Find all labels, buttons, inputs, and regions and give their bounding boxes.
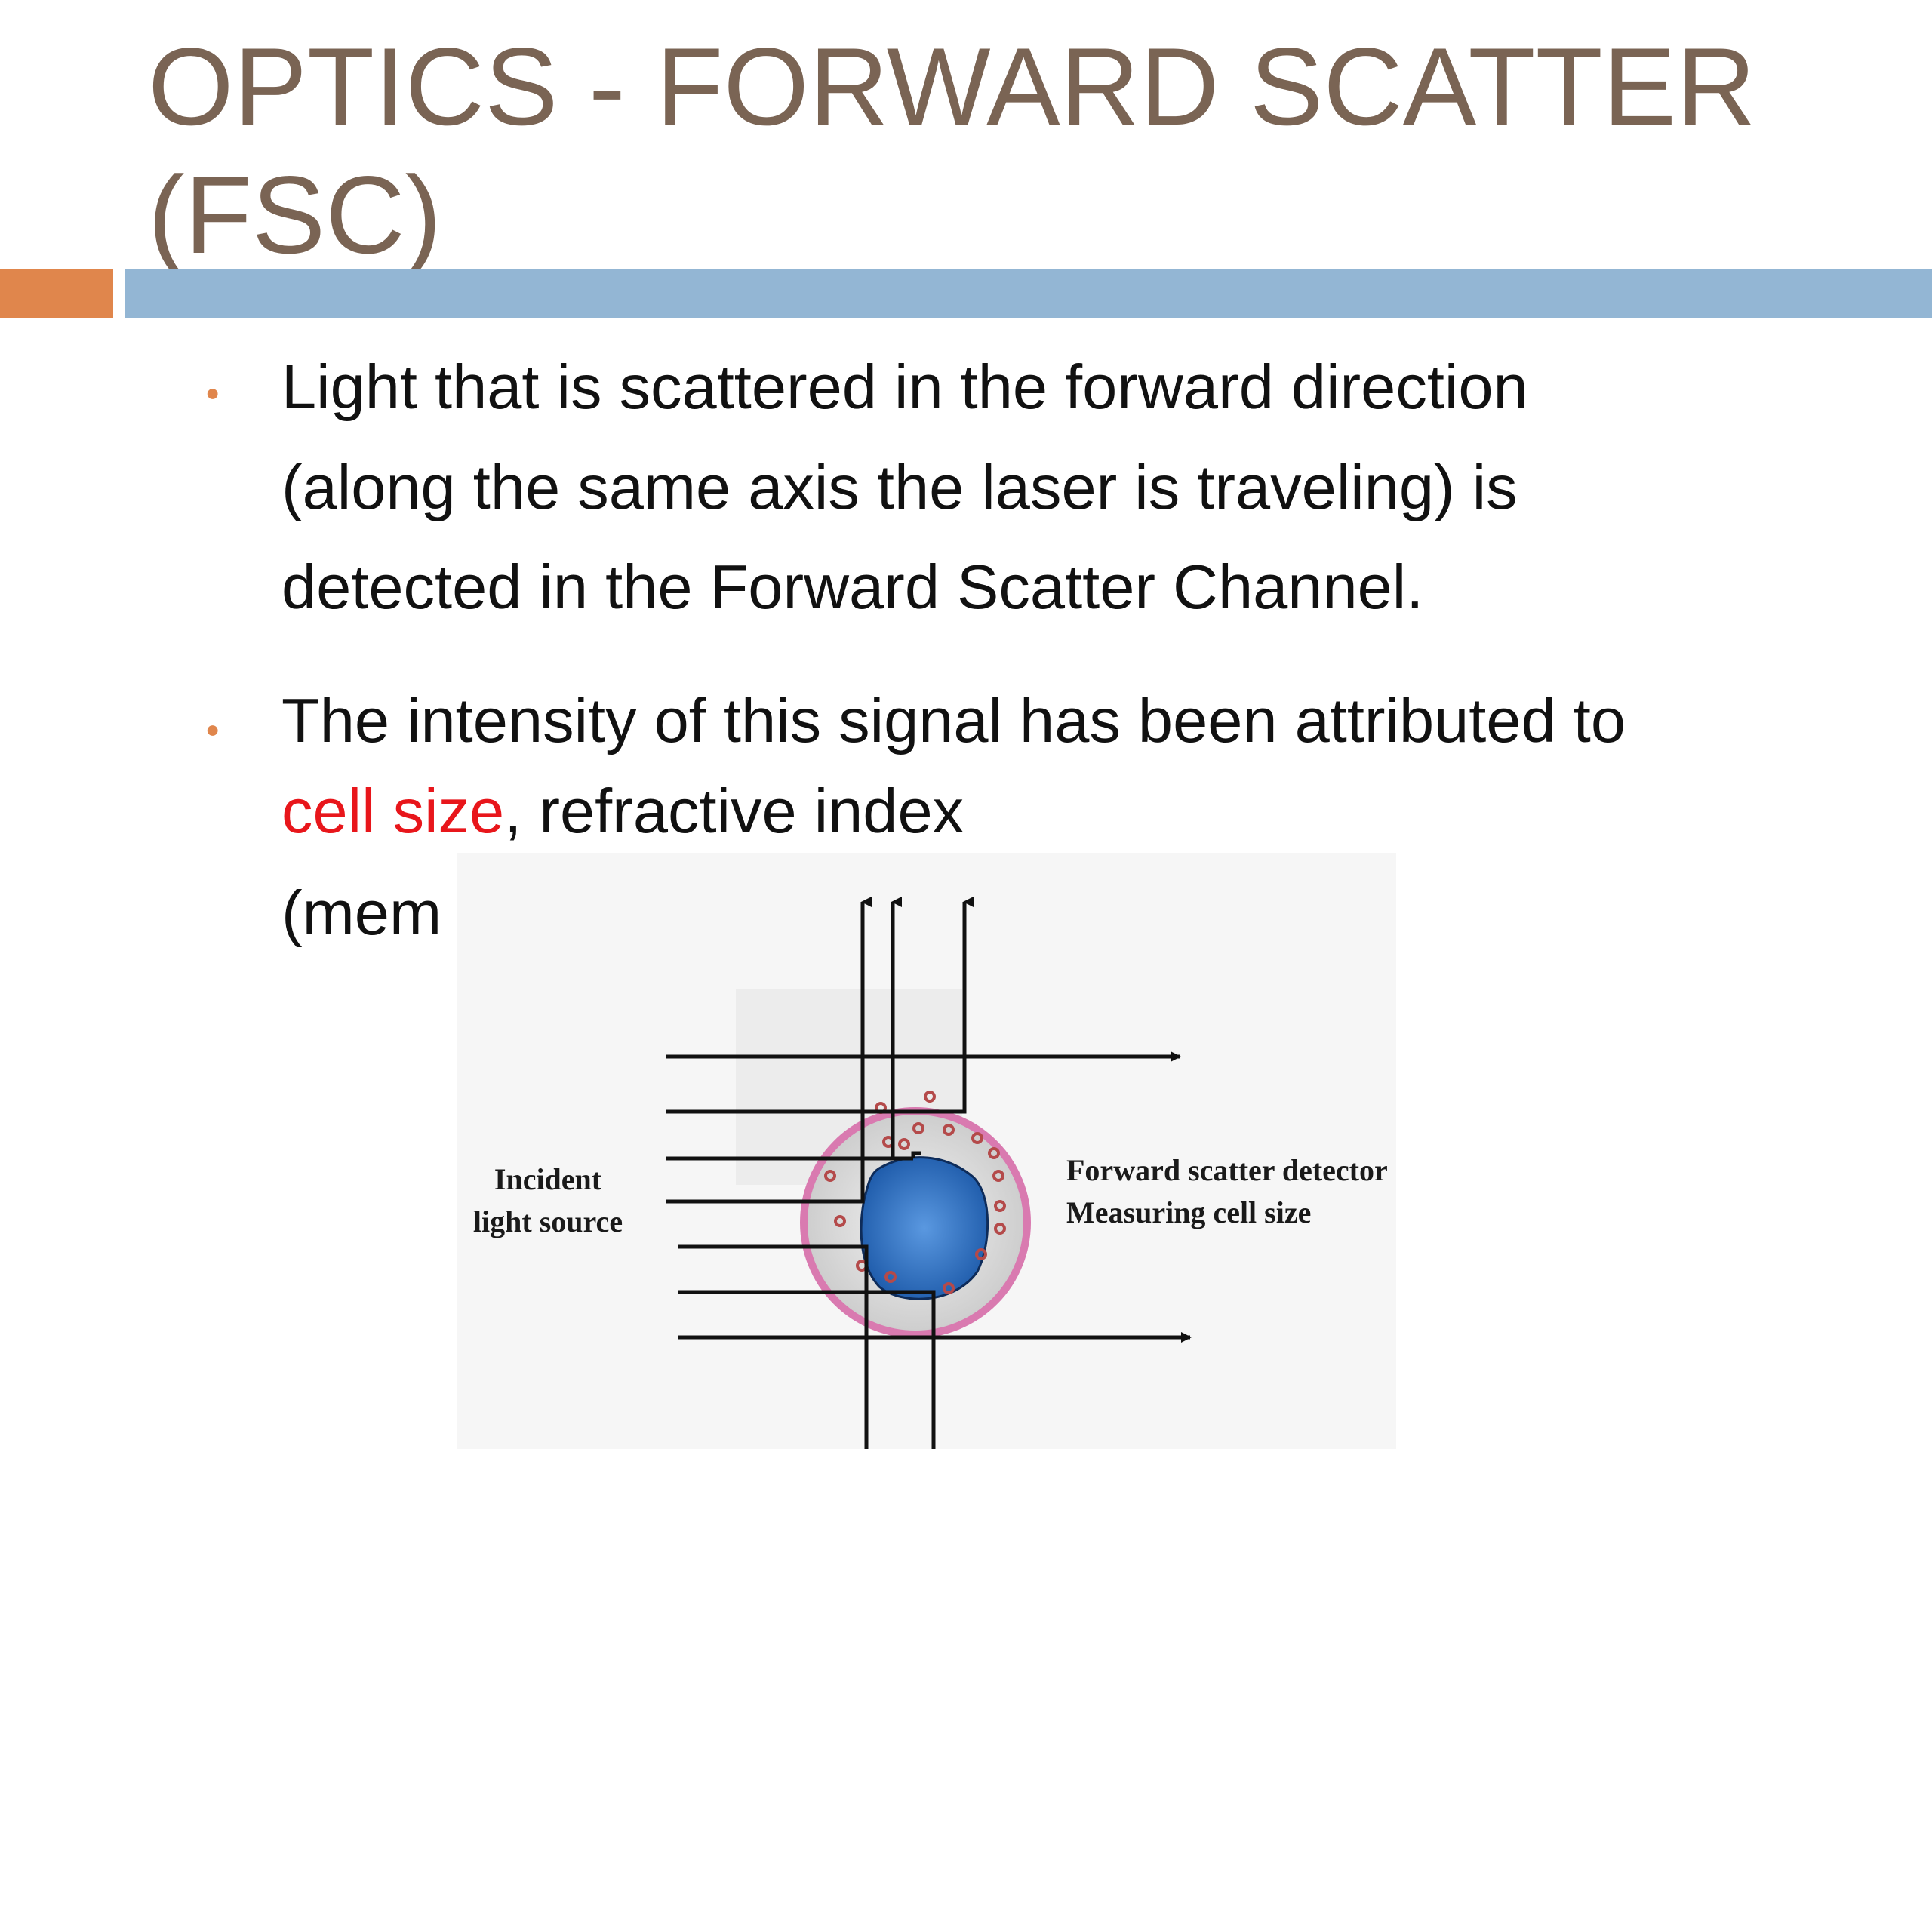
forward-scatter-diagram — [666, 897, 1192, 1449]
bullet-1-line-1: Light that is scattered in the forward d… — [281, 352, 1528, 422]
nucleus-ray-corner — [911, 1151, 921, 1158]
scattered-ray-up-1 — [666, 897, 974, 1114]
detector-label-line-1: Forward scatter detector — [1066, 1153, 1388, 1187]
slide-title-line-1: OPTICS - FORWARD SCATTER — [148, 25, 1756, 148]
forward-scatter-figure: Incident light source Forward scatter de… — [457, 853, 1396, 1449]
bullet-marker-2: ● — [205, 715, 220, 743]
bullet-2-line-3: (mem — [281, 878, 442, 948]
slide-title: OPTICS - FORWARD SCATTER (FSC) — [148, 23, 1884, 279]
accent-bar-blue — [125, 269, 1932, 318]
scattered-ray-down-2 — [678, 1290, 936, 1449]
bullet-2-line-2: cell size, refractive index — [281, 775, 964, 848]
incident-label-line-2: light source — [472, 1204, 623, 1238]
bullet-1-line-3: detected in the Forward Scatter Channel. — [281, 552, 1424, 622]
bullet-marker-1: ● — [205, 379, 220, 406]
detector-label-line-2: Measuring cell size — [1066, 1195, 1312, 1229]
scattered-ray-down-1 — [678, 1244, 869, 1449]
incident-light-label: Incident light source — [461, 1158, 635, 1243]
slide-title-line-2: (FSC) — [148, 153, 442, 276]
bullet-1-line-2: (along the same axis the laser is travel… — [281, 452, 1518, 522]
highlight-cell-size: cell size — [281, 776, 505, 846]
bullet-2-line-1: The intensity of this signal has been at… — [281, 685, 1626, 755]
incident-ray-3 — [666, 1192, 865, 1204]
incident-label-line-1: Incident — [494, 1162, 602, 1196]
cell-nucleus — [860, 1156, 989, 1300]
accent-bar-orange — [0, 269, 113, 318]
forward-scatter-detector-label: Forward scatter detector Measuring cell … — [1066, 1149, 1388, 1234]
bullet-2-line-2-rest: , refractive index — [504, 776, 964, 846]
